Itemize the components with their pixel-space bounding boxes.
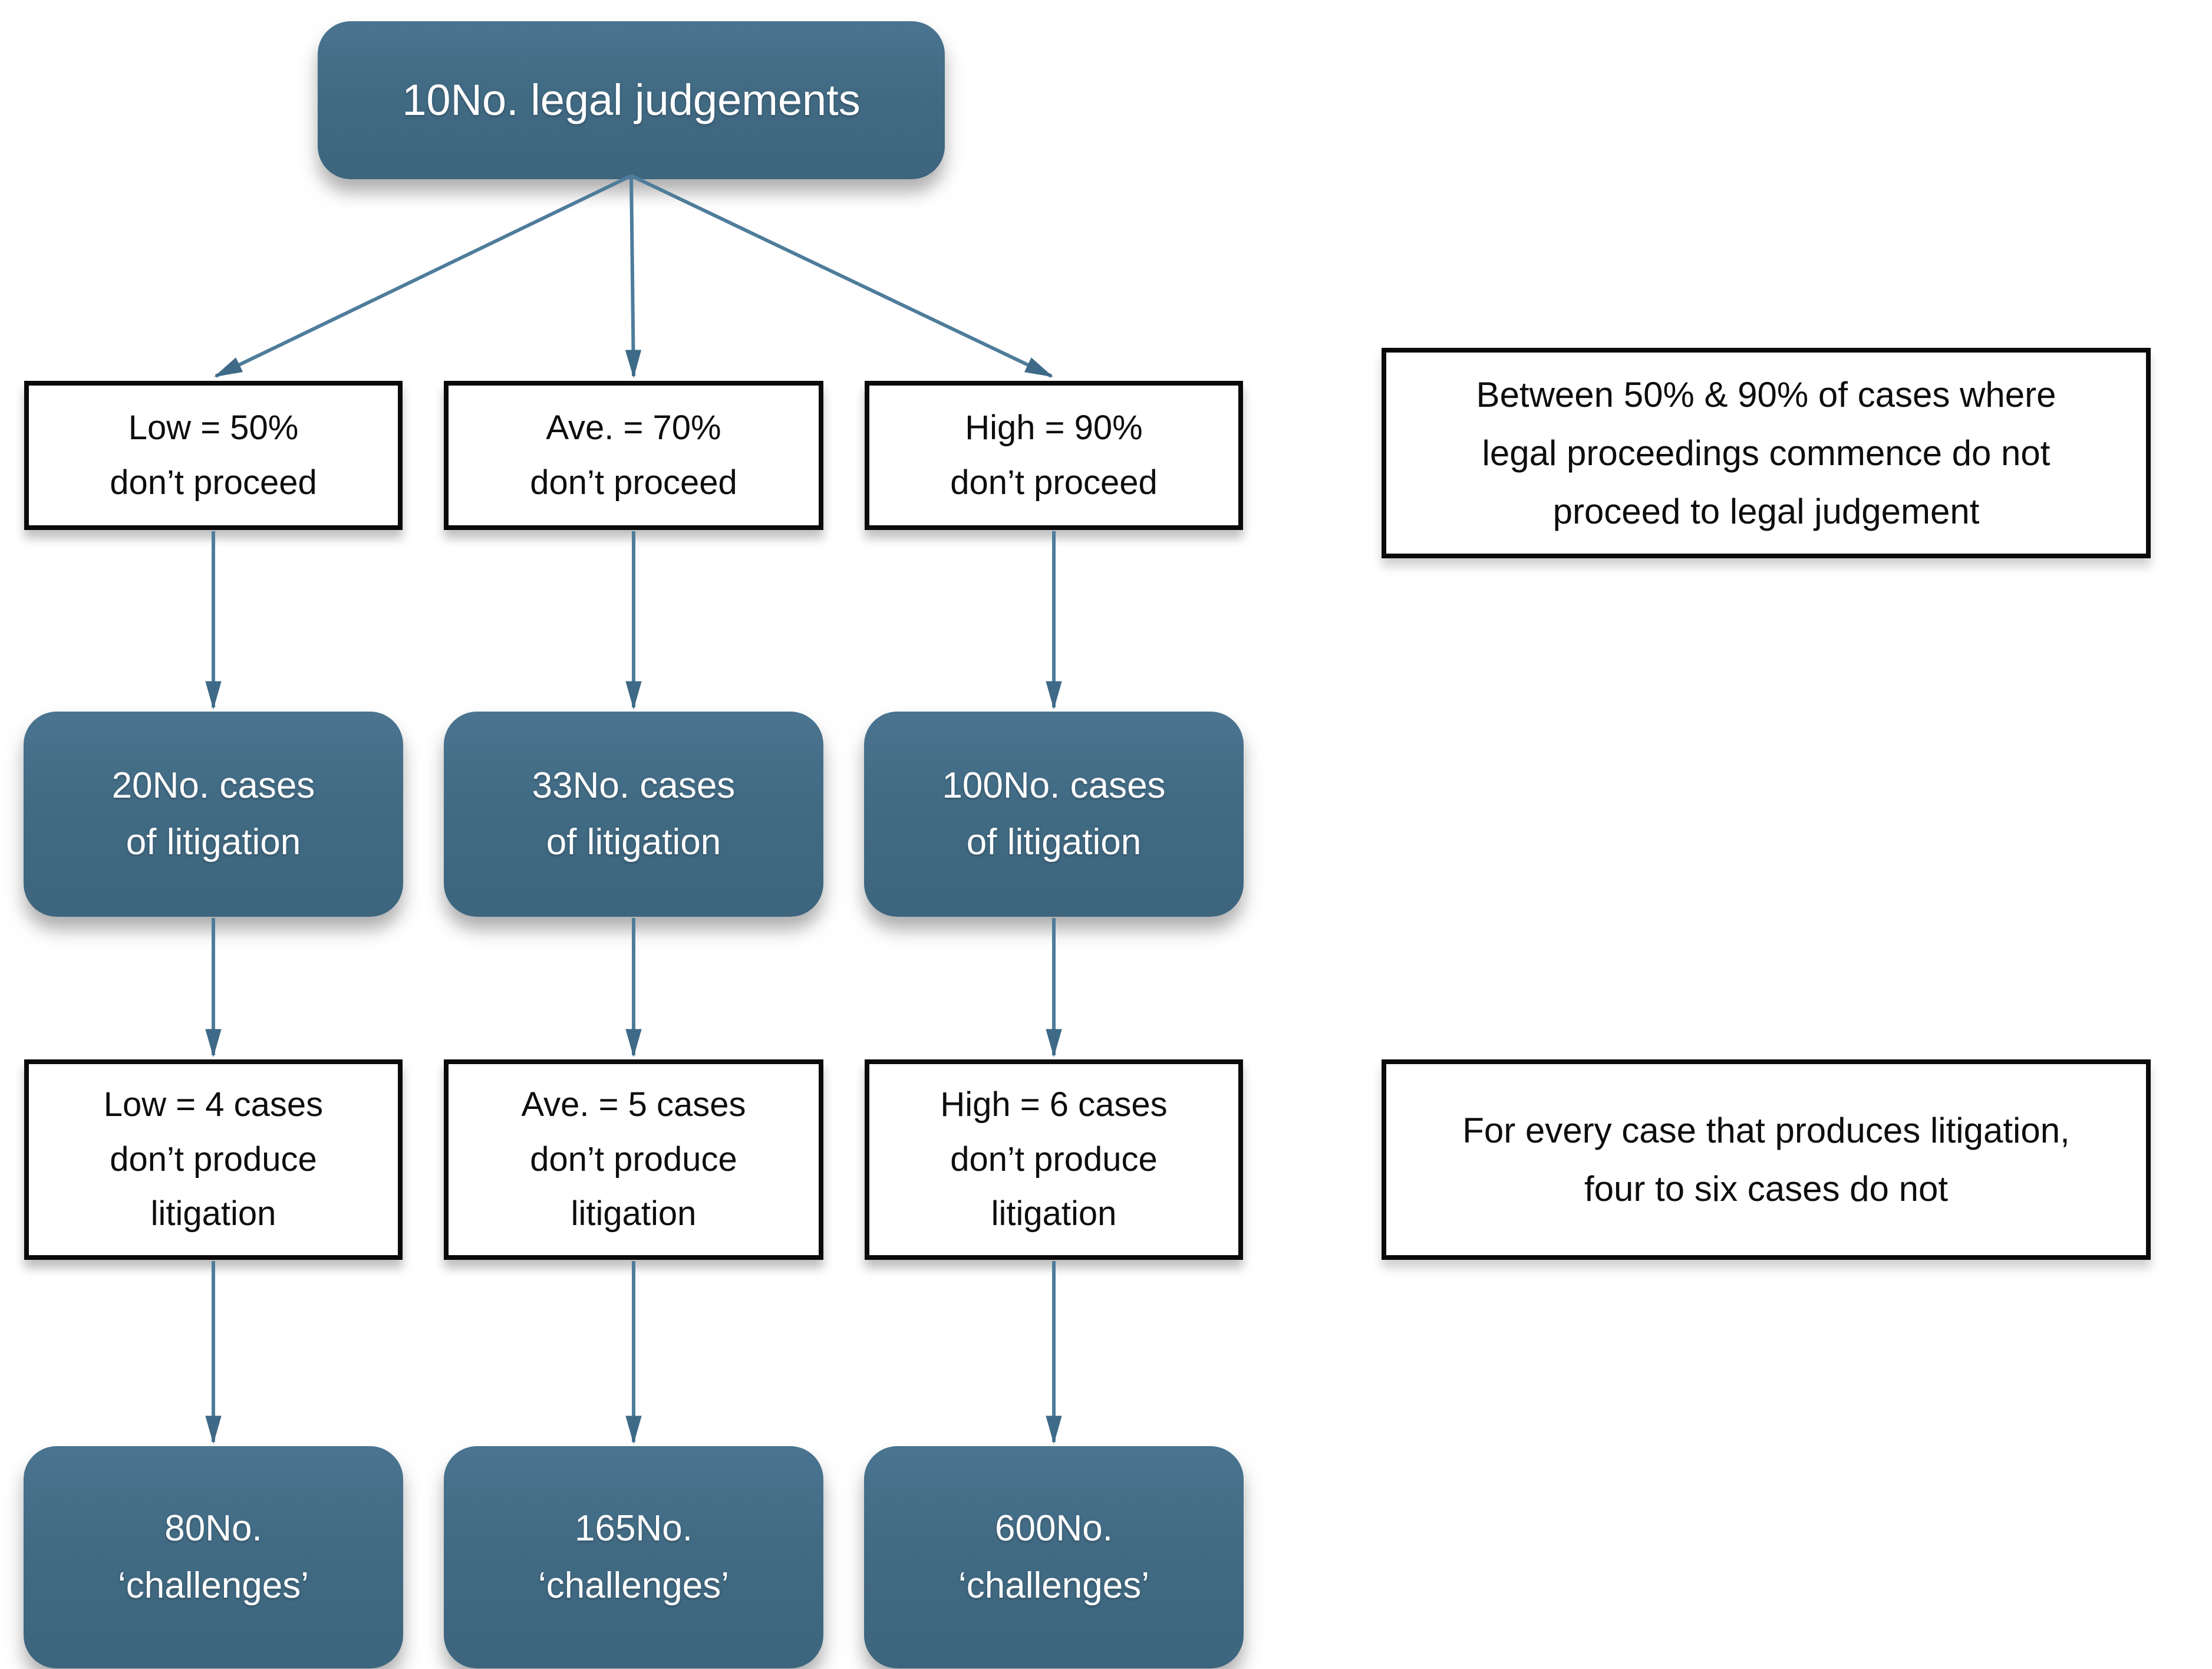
challenges-box-low: 80No. ‘challenges’ xyxy=(24,1446,403,1668)
no-litigation-box-low: Low = 4 cases don’t produce litigation xyxy=(24,1059,403,1260)
litigation-box-average: 33No. cases of litigation xyxy=(444,712,823,917)
rate-box-low: Low = 50% don’t proceed xyxy=(24,381,403,530)
litigation-box-high: 100No. cases of litigation xyxy=(864,712,1244,917)
no-litigation-box-high: High = 6 cases don’t produce litigation xyxy=(865,1059,1243,1260)
rate-box-average: Ave. = 70% don’t proceed xyxy=(444,381,823,530)
root-box: 10No. legal judgements xyxy=(318,21,945,179)
rate-box-high: High = 90% don’t proceed xyxy=(865,381,1243,530)
challenges-box-high: 600No. ‘challenges’ xyxy=(864,1446,1244,1668)
arrow-root-to-high xyxy=(630,174,1054,378)
litigation-box-low: 20No. cases of litigation xyxy=(24,712,403,917)
arrow-root-to-low xyxy=(213,174,632,378)
challenges-box-average: 165No. ‘challenges’ xyxy=(444,1446,823,1668)
note-box-litigation-ratio: For every case that produces litigation,… xyxy=(1382,1059,2151,1260)
arrow-root-to-average xyxy=(625,175,642,378)
no-litigation-box-average: Ave. = 5 cases don’t produce litigation xyxy=(444,1059,823,1260)
note-box-judgement-rate: Between 50% & 90% of cases where legal p… xyxy=(1382,348,2151,558)
